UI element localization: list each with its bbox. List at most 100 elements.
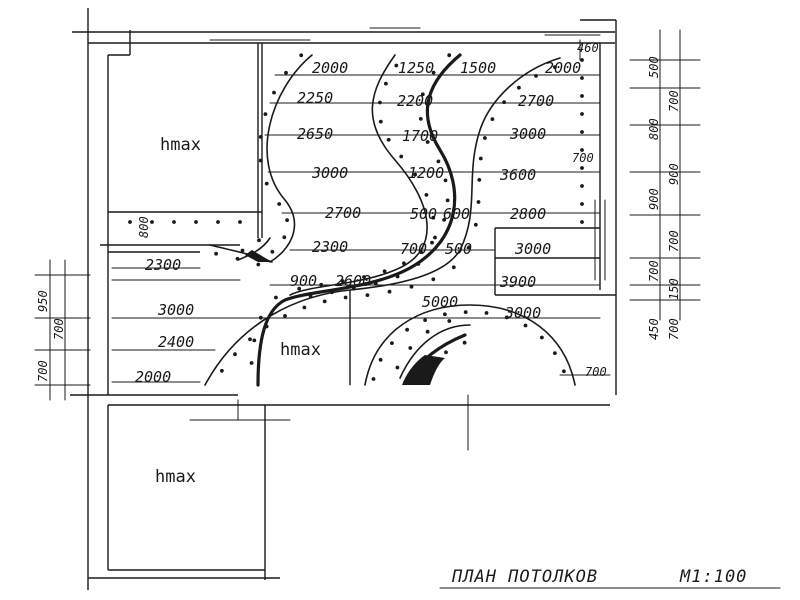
spotlight-dot: [272, 90, 276, 95]
spotlight-dot: [216, 220, 220, 224]
spotlight-dot: [553, 65, 557, 69]
spotlight-dot: [477, 178, 482, 182]
dim-r1-a: 2000: [312, 59, 348, 77]
dim-misc-800: 800: [137, 216, 151, 238]
dim-r5-a: 2700: [325, 204, 361, 222]
spotlight-dot: [463, 310, 468, 314]
spotlight-dot: [447, 319, 452, 323]
dim-r2-b: 2200: [397, 92, 433, 110]
spotlight-dot: [297, 286, 302, 291]
dim-right-5: 700: [667, 230, 681, 252]
spotlight-dot: [424, 193, 429, 197]
spotlight-dot: [467, 245, 471, 250]
dim-r5-d: 2800: [510, 205, 546, 223]
spotlight-dot: [580, 202, 584, 206]
spotlight-dot: [462, 340, 467, 345]
dim-right-4: 900: [647, 188, 661, 210]
spotlight-dot: [299, 53, 304, 58]
solid-fills: [245, 250, 445, 385]
spotlight-dot: [386, 137, 391, 142]
spotlight-dot: [476, 200, 481, 204]
zone-label-upper-left: hmax: [160, 135, 201, 155]
spotlight-dot: [447, 53, 452, 58]
spotlight-dot: [431, 277, 436, 282]
spotlight-dot: [473, 222, 478, 227]
spotlight-dot: [413, 378, 418, 382]
spotlight-dot: [395, 365, 400, 370]
spotlight-dot: [523, 323, 528, 328]
dim-r11-a: 2000: [135, 368, 171, 386]
spotlight-dot: [382, 269, 387, 274]
spotlight-dot: [580, 148, 584, 152]
spotlight-dot: [340, 279, 345, 284]
dim-r9-a: 3000: [157, 301, 194, 319]
spotlight-dot: [502, 100, 506, 105]
spotlight-dot: [409, 284, 414, 289]
spotlight-dot: [248, 337, 252, 342]
spotlight-dot: [220, 368, 224, 373]
dim-r4-b: 1200: [408, 164, 444, 182]
spotlight-dot: [378, 100, 382, 105]
dim-right-6: 700: [647, 260, 661, 282]
spotlight-dot: [235, 256, 240, 261]
spotlight-dot: [553, 351, 557, 355]
spotlight-dot: [478, 156, 483, 161]
spotlight-dot: [444, 350, 448, 355]
spotlight-dot: [562, 369, 566, 374]
spotlight-dot: [580, 76, 584, 80]
spotlight-dot: [252, 338, 257, 343]
dimension-labels: 2000 1250 1500 2000 460 2250 2200 2700 2…: [135, 41, 607, 386]
left-dimension-labels: 950 700 700: [36, 290, 66, 382]
spotlight-dot: [402, 261, 406, 266]
spotlight-dot: [580, 112, 584, 116]
dim-r2-a: 2250: [297, 89, 333, 107]
zone-label-lower: hmax: [155, 467, 196, 487]
spotlight-dot: [274, 295, 278, 300]
dim-right-2: 800: [647, 118, 661, 140]
spotlight-dot: [394, 63, 399, 68]
spotlight-dot: [308, 294, 313, 298]
spotlight-dot: [362, 275, 366, 279]
spotlight-dot: [445, 198, 450, 203]
dim-r8-b: 3000: [504, 304, 541, 322]
spotlight-dot: [249, 361, 254, 365]
dim-r1-b: 1250: [398, 59, 434, 77]
spotlight-dot: [517, 85, 521, 90]
dim-r1-e: 460: [577, 41, 599, 55]
spotlight-dot: [416, 262, 421, 266]
spotlight-dot: [302, 305, 307, 310]
spotlight-dot: [413, 172, 417, 177]
dim-r7-d: 3900: [499, 273, 536, 291]
spotlight-dot: [238, 220, 242, 224]
spotlight-dot: [194, 220, 198, 224]
dim-right-8: 450: [647, 318, 661, 340]
spotlight-dot: [443, 178, 448, 183]
right-dimension-labels: 500 700 800 900 900 700 700 150 450 700: [647, 56, 681, 340]
spotlight-dot: [483, 136, 487, 140]
spotlight-dot: [270, 249, 275, 254]
spotlight-dot: [387, 289, 392, 294]
spotlight-dot: [427, 362, 432, 367]
spotlight-dot: [504, 315, 509, 320]
spotlight-dot: [399, 154, 404, 159]
spotlight-dot: [423, 318, 427, 322]
plan-title: ПЛАН ПОТОЛКОВ: [451, 567, 598, 587]
spotlight-dot: [540, 335, 544, 340]
dimension-lines: [34, 27, 701, 451]
spotlight-dot: [430, 240, 434, 245]
spotlight-dot: [330, 290, 334, 295]
spotlight-dot: [580, 166, 584, 170]
dim-r11-b: 700: [585, 365, 607, 379]
spotlight-dot: [258, 158, 263, 163]
dim-r4-c: 3600: [499, 166, 536, 184]
walls: [70, 8, 617, 590]
spotlight-dot: [373, 281, 378, 286]
dim-right-3: 900: [667, 163, 681, 185]
dim-r6-d: 3000: [514, 240, 551, 258]
spotlight-dot: [322, 299, 327, 304]
dim-r4-d: 700: [572, 151, 594, 165]
dim-r5-b: 500: [410, 205, 437, 223]
spotlight-dot: [405, 327, 409, 332]
spotlight-dot: [257, 238, 261, 243]
